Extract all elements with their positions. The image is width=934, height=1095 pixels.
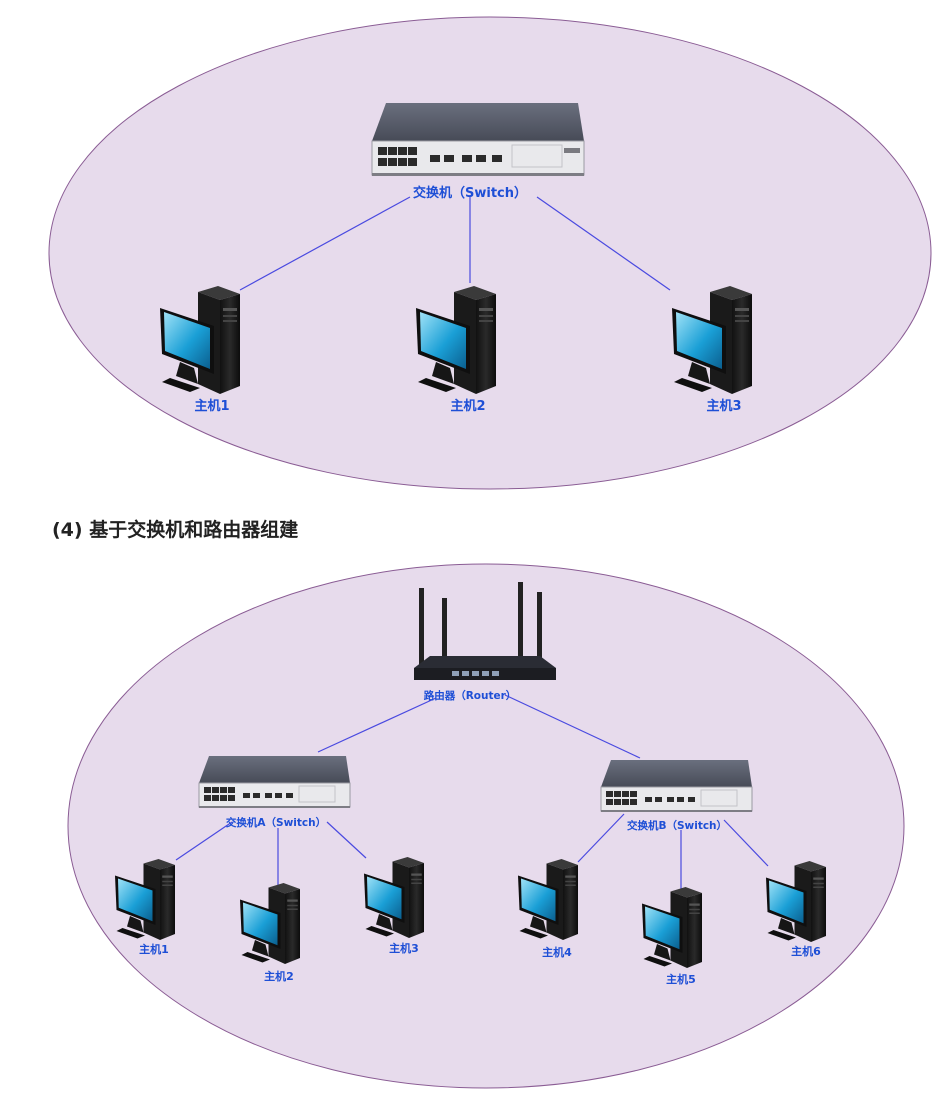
bottom-host5-label: 主机5: [666, 972, 696, 986]
section-heading: (4) 基于交换机和路由器组建: [52, 519, 299, 541]
switch-b-label: 交换机B（Switch）: [627, 819, 727, 832]
link-switch-a-host1: [175, 821, 233, 861]
link-switch-b-host6: [723, 819, 769, 867]
top-links: [239, 196, 671, 291]
top-switch-label: 交换机（Switch）: [413, 185, 527, 201]
switch-b: [600, 759, 753, 813]
link-router-switch-a: [317, 697, 437, 753]
bottom-host1-label: 主机1: [139, 942, 169, 956]
bottom-host4-label: 主机4: [542, 945, 572, 959]
link-switch-host3: [536, 196, 671, 291]
top-diagram-ellipse: [48, 16, 932, 490]
link-switch-a-host3: [326, 821, 367, 859]
switch-a-label: 交换机A（Switch）: [226, 816, 326, 829]
bottom-diagram-ellipse: [67, 563, 905, 1089]
bottom-host6-label: 主机6: [791, 944, 821, 958]
link-switch-b-host4: [577, 813, 625, 863]
link-router-switch-b: [504, 694, 641, 759]
link-switch-host1: [239, 196, 411, 291]
router-label: 路由器（Router）: [424, 689, 517, 702]
top-host2-label: 主机2: [450, 398, 485, 414]
bottom-links: [175, 694, 769, 892]
router: [414, 582, 556, 680]
bottom-host2-label: 主机2: [264, 969, 294, 983]
top-switch: [371, 102, 585, 177]
top-host3-label: 主机3: [706, 398, 741, 414]
bottom-host3-label: 主机3: [389, 941, 419, 955]
switch-a: [198, 755, 351, 809]
top-host1-label: 主机1: [194, 398, 229, 414]
